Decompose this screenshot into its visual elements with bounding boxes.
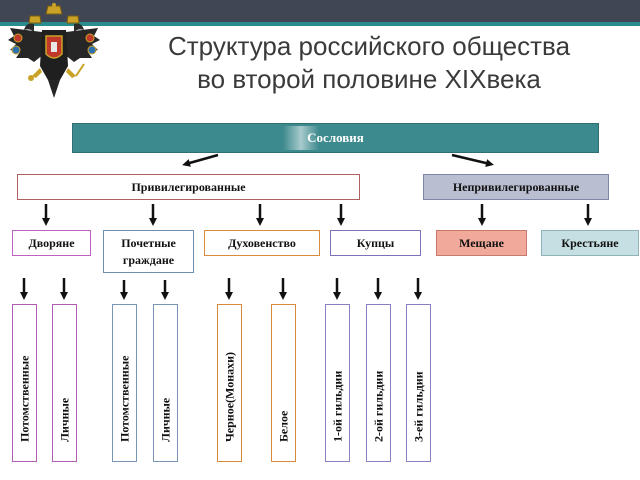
honorary-citizens-line-1: Почетные — [121, 235, 176, 250]
arrow-estates-non-privileged — [451, 153, 494, 167]
guild-2-label: 2-ой гильдии — [371, 370, 385, 442]
honorary-personal-box: Личные — [153, 304, 178, 462]
guild-1-box: 1-ой гильдии — [325, 304, 350, 462]
estates-box: Сословия — [73, 124, 598, 152]
nobility-personal-box: Личные — [52, 304, 77, 462]
nobility-hereditary-box: Потомственные — [12, 304, 37, 462]
clergy-white-box: Белое — [271, 304, 296, 462]
honorary-citizens-box: Почетные граждане — [103, 230, 194, 273]
guild-1-label: 1-ой гильдии — [330, 370, 344, 442]
title-line-1: Структура российского общества — [167, 31, 571, 61]
estates-shine — [283, 126, 319, 150]
arrow-estates-privileged — [182, 153, 219, 167]
merchants-box: Купцы — [330, 230, 421, 256]
honorary-hereditary-label: Потомственные — [117, 355, 131, 442]
clergy-box: Духовенство — [204, 230, 320, 256]
townspeople-box: Мещане — [436, 230, 527, 256]
nobility-hereditary-label: Потомственные — [17, 355, 31, 442]
clergy-black-label: Черное(Монахи) — [222, 351, 236, 442]
honorary-citizens-line-2: граждане — [122, 252, 175, 267]
page-title: Структура российского общества во второй… — [108, 30, 630, 96]
privileged-box: Привилегированные — [17, 174, 360, 200]
guild-3-box: 3-ей гильдии — [406, 304, 431, 462]
honorary-hereditary-box: Потомственные — [112, 304, 137, 462]
title-line-2: во второй половине XIXвека — [197, 64, 541, 94]
top-bar — [0, 0, 640, 22]
top-bar-accent — [0, 22, 640, 26]
clergy-white-label: Белое — [276, 410, 290, 442]
nobility-personal-label: Личные — [57, 397, 71, 442]
double-headed-eagle-icon — [8, 3, 100, 98]
non-privileged-box: Непривилегированные — [423, 174, 609, 200]
guild-3-label: 3-ей гильдии — [411, 371, 425, 442]
guild-2-box: 2-ой гильдии — [366, 304, 391, 462]
nobility-box: Дворяне — [12, 230, 91, 256]
clergy-black-box: Черное(Монахи) — [217, 304, 242, 462]
peasants-box: Крестьяне — [541, 230, 639, 256]
honorary-personal-label: Личные — [158, 397, 172, 442]
estates-label: Сословия — [307, 130, 364, 145]
